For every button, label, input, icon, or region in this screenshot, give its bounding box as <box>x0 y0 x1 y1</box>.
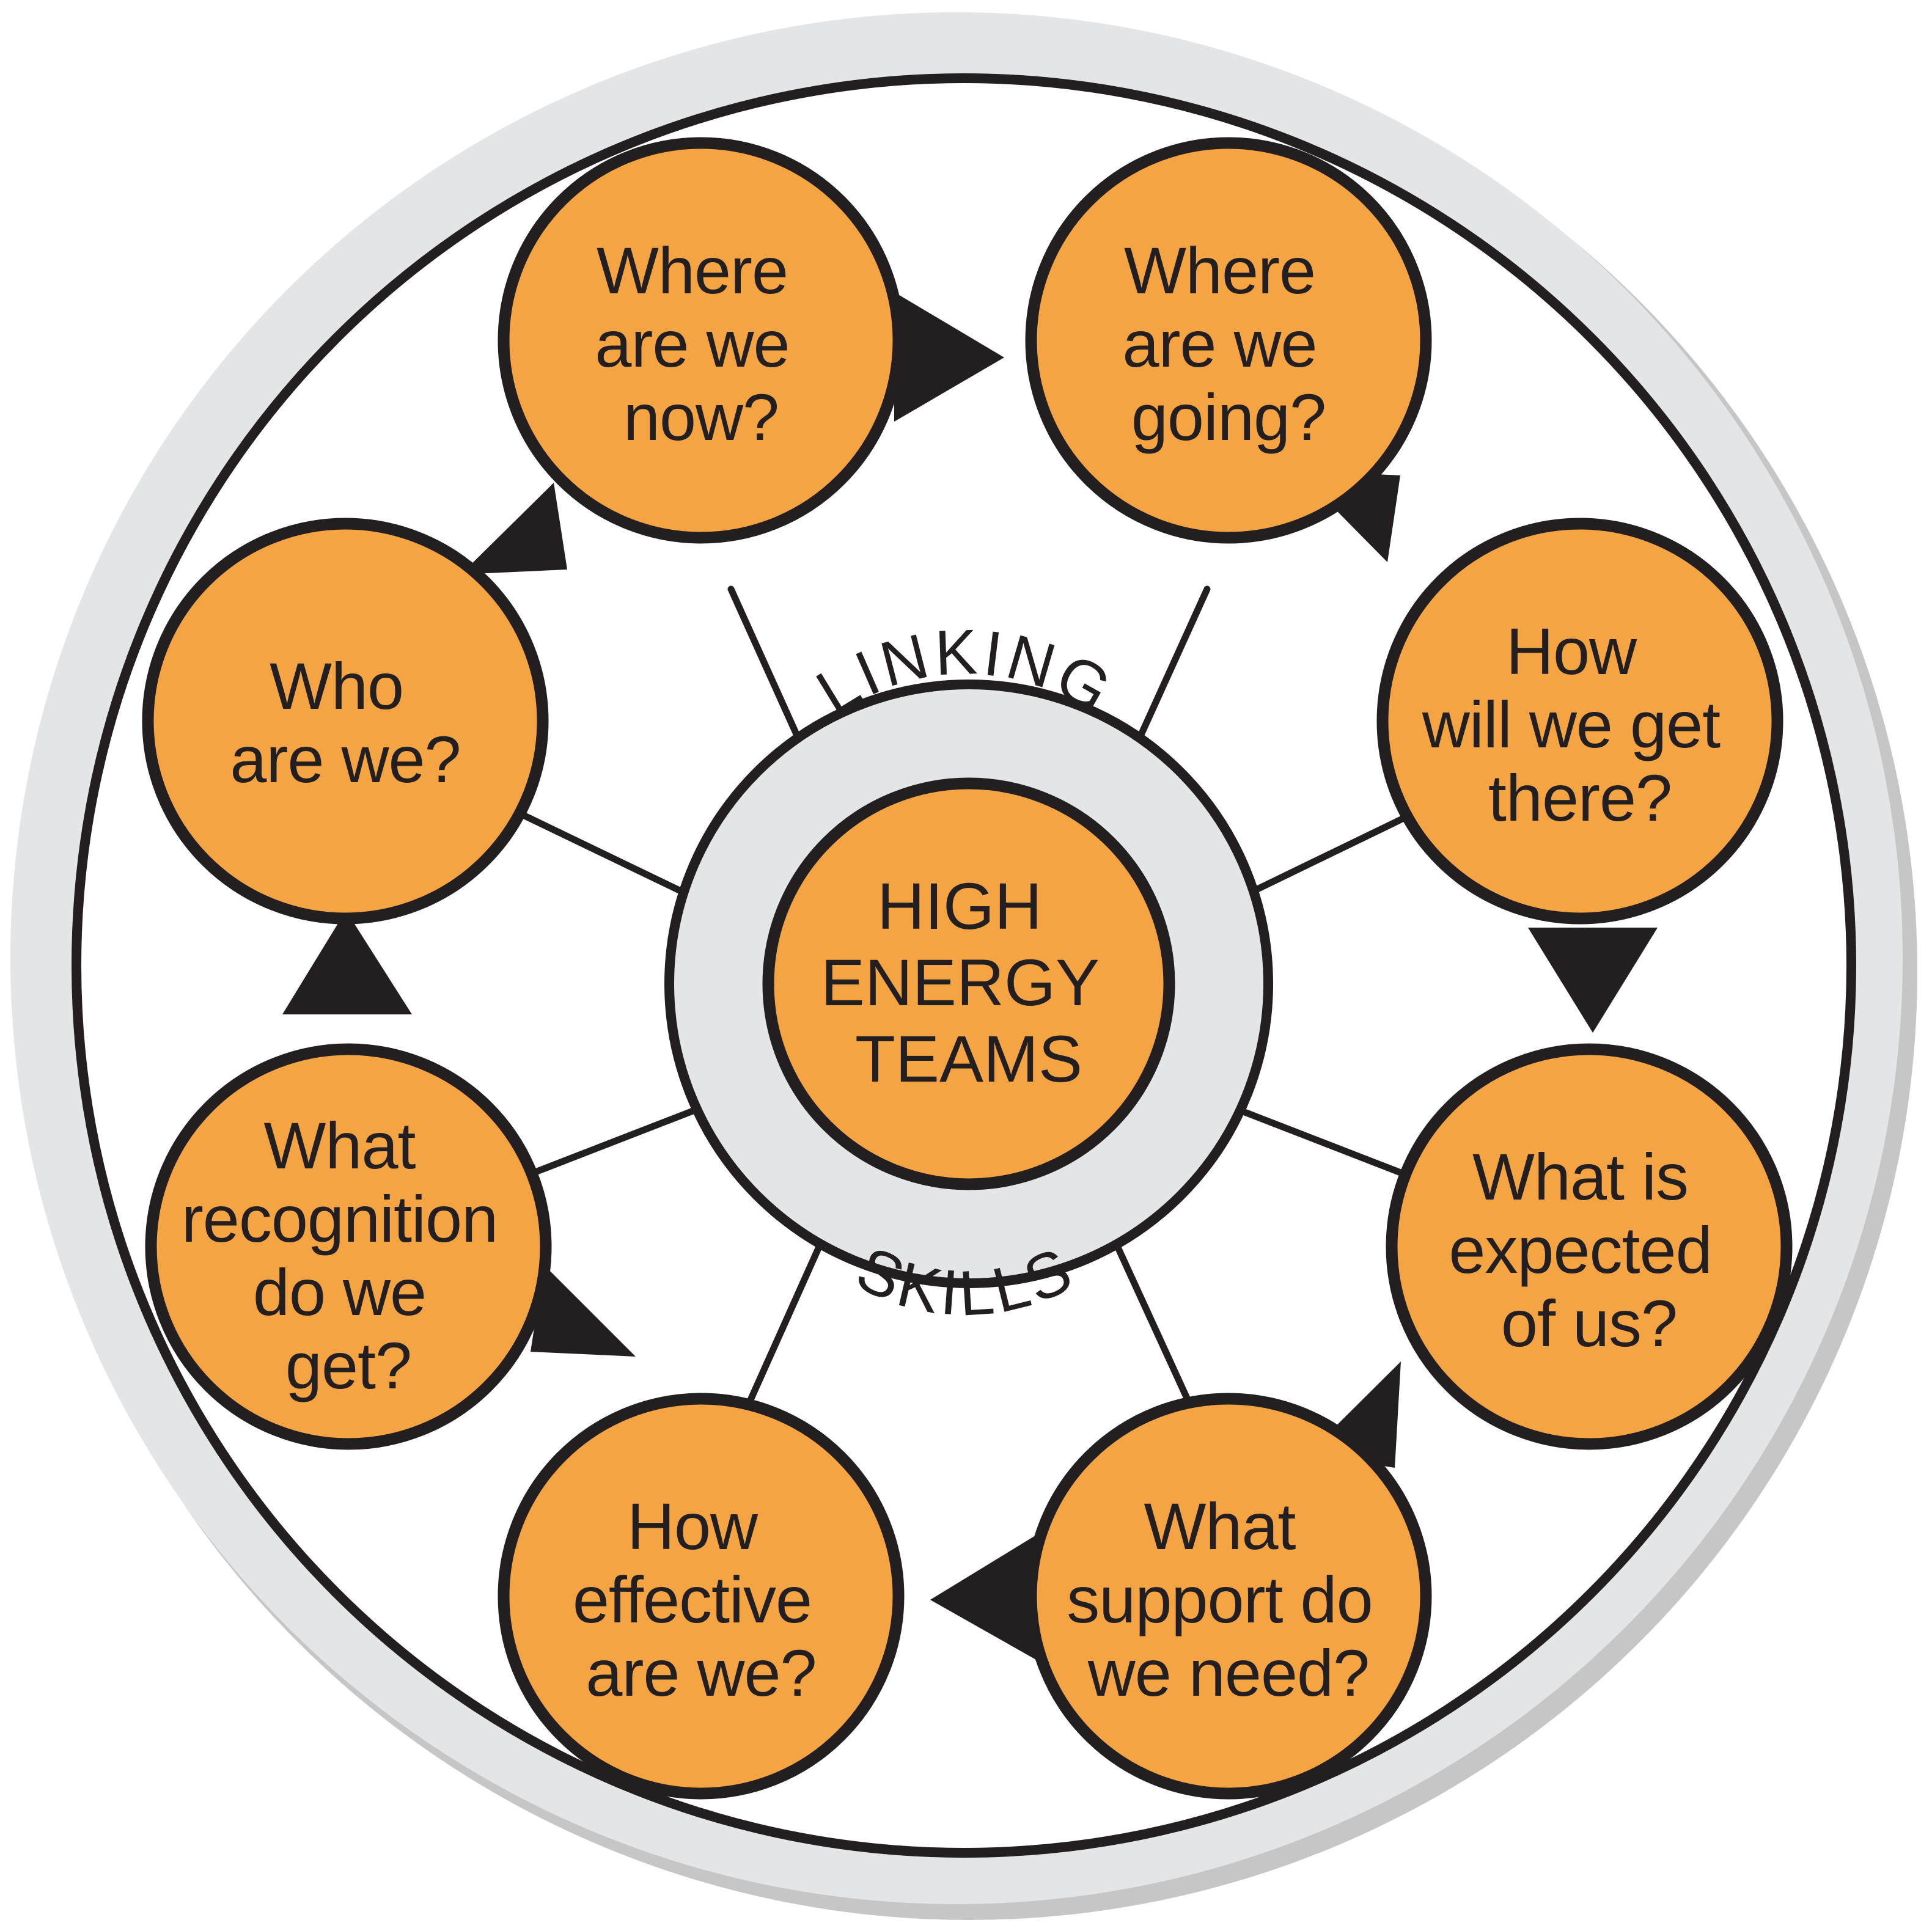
label-what-is-expected-of-us: What is expected of us? <box>1449 1140 1729 1360</box>
label-what-support-do-we-need: What support do we need? <box>1067 1489 1390 1710</box>
node-circle-where-are-we-going[interactable] <box>1025 137 1432 544</box>
label-where-are-we-now: Where are we now? <box>595 233 807 454</box>
spoke-what-is-expected <box>1210 1096 1422 1183</box>
arrow-how-to-expected <box>1528 928 1658 1033</box>
label-what-recognition-do-we-get: What recognition do we get? <box>182 1108 515 1402</box>
arrow-effective-to-recognition <box>531 1265 636 1357</box>
label-who-are-we: Who are we? <box>230 649 460 796</box>
node-circle-how-effective-are-we[interactable] <box>498 1393 905 1800</box>
arrow-now-to-going <box>894 292 1004 422</box>
node-circle-who-are-we[interactable] <box>142 518 549 925</box>
node-label-group: Where are we now? Where are we going? Ho… <box>182 233 1738 1710</box>
node-circle-group <box>142 137 1793 1800</box>
label-where-are-we-going: Where are we going? <box>1122 233 1334 454</box>
spoke-what-recognition <box>513 1096 725 1183</box>
node-circle-what-support-do-we-need[interactable] <box>1025 1393 1432 1800</box>
flow-arrow-group <box>282 292 1658 1662</box>
hub-group <box>664 680 1273 1288</box>
label-how-effective-are-we: How effective are we? <box>573 1489 829 1710</box>
node-circle-how-will-we-get-there[interactable] <box>1376 518 1783 925</box>
node-circle-what-recognition[interactable] <box>145 1043 552 1450</box>
hub-label-group: LINKING SKILLS HIGH ENERGY TEAMS <box>805 617 1122 1330</box>
arrow-who-to-now <box>461 483 567 574</box>
arrow-recognition-to-who <box>282 911 412 1014</box>
hub-center-circle[interactable] <box>762 777 1175 1190</box>
node-circle-where-are-we-now[interactable] <box>498 137 905 544</box>
node-circle-what-is-expected-of-us[interactable] <box>1386 1043 1793 1450</box>
hub-center-label: HIGH ENERGY TEAMS <box>821 869 1117 1096</box>
label-how-will-we-get-there: How will we get there? <box>1422 614 1738 835</box>
arrow-support-to-effective <box>930 1533 1040 1662</box>
